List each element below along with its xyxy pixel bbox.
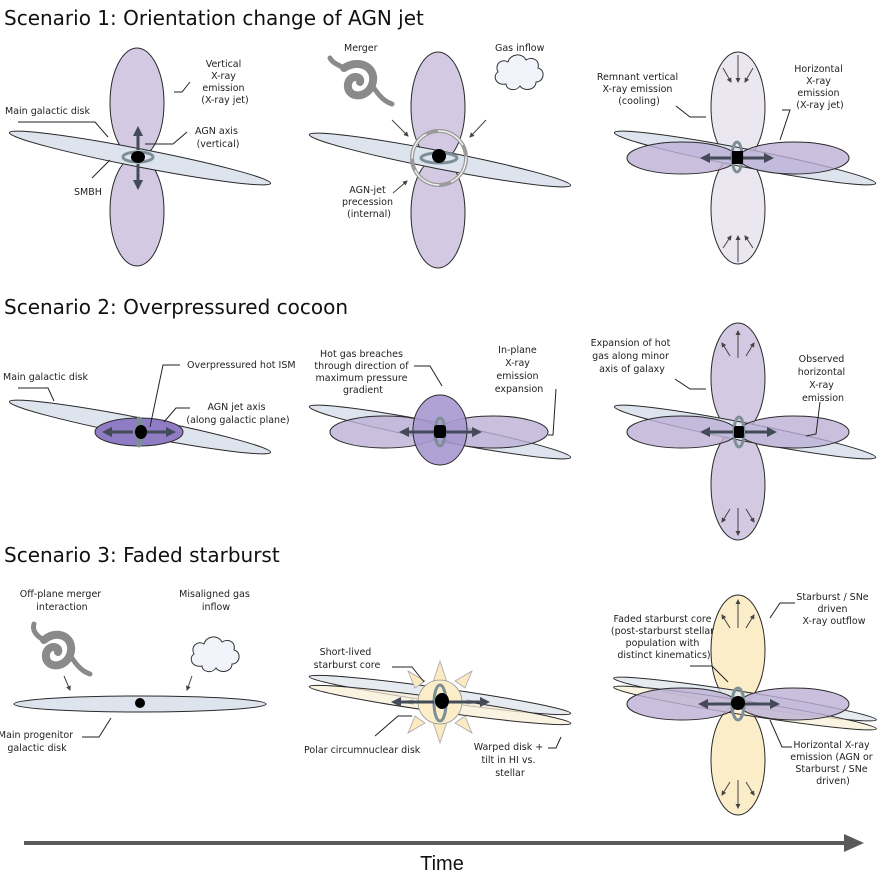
label-hot-ism: Overpressured hot ISM <box>187 360 296 371</box>
label-faded-core: Faded starburst core <box>614 614 712 625</box>
gas-cloud-icon <box>190 636 240 673</box>
label-outflow: Starburst / SNe <box>796 592 868 603</box>
smbh-black-hole-icon <box>732 151 743 164</box>
label-vertical-xray-1: Vertical <box>206 59 242 70</box>
smbh-black-hole-icon <box>131 151 145 163</box>
label-short-lived-core: Short-lived <box>320 647 372 658</box>
gas-cloud-icon <box>494 54 544 91</box>
svg-text:In-plane X-ray emi: In-plane X-ray emission expansion <box>495 345 544 395</box>
merger-galaxy-spiral-icon <box>31 621 93 677</box>
svg-text:Misaligned gas inflow: Misaligned gas inflow <box>179 589 253 613</box>
label-breach: Hot gas breaches <box>320 349 403 360</box>
label-observed: Observed <box>799 354 845 365</box>
label-agn-axis: AGN axis <box>195 126 238 137</box>
label-remnant: Remnant vertical <box>597 72 678 83</box>
svg-text:Observed horizontal: Observed horizontal X-ray emission <box>798 354 848 404</box>
label-horizontal-emission: Horizontal X-ray <box>793 740 870 751</box>
scenario-2-panel-3: Expansion of hot gas along minor axis of… <box>591 322 877 541</box>
scenario-1-title: Scenario 1: Orientation change of AGN je… <box>4 6 424 30</box>
scenario-1-panel-3: Remnant vertical X-ray emission (cooling… <box>597 51 877 265</box>
label-horizontal-xray: Horizontal <box>794 64 843 75</box>
scenario-3-panel-3: Starburst / SNe driven X-ray outflow Fad… <box>611 592 877 816</box>
label-warped-disk: Warped disk + <box>474 742 544 753</box>
scenario-3-panel-2: Short-lived starburst core Polar circumn… <box>304 647 572 779</box>
time-axis: Time <box>24 834 864 873</box>
label-smbh: SMBH <box>74 187 102 198</box>
svg-text:AGN jet axis (along gala: AGN jet axis (along galactic plane) <box>186 402 289 426</box>
smbh-black-hole-icon <box>734 426 744 438</box>
scenario-3-panel-1: Off-plane merger interaction Misaligned … <box>0 589 267 754</box>
svg-text:Starburst / SNe driven: Starburst / SNe driven X-ray outflow <box>796 592 871 627</box>
svg-text:Remnant vertical X-ray e: Remnant vertical X-ray emission (cooling… <box>597 72 681 107</box>
svg-text:AGN axis (vertical): AGN axis (vertical) <box>195 126 241 150</box>
svg-text:Short-lived starburst co: Short-lived starburst core <box>314 647 381 671</box>
svg-text:Expansion of hot gas alo: Expansion of hot gas along minor axis of… <box>591 338 674 375</box>
smbh-black-hole-icon <box>731 696 745 710</box>
label-expansion: Expansion of hot <box>591 338 671 349</box>
svg-text:Vertical X-ray emi: Vertical X-ray emission (X-ray jet) <box>201 59 248 106</box>
scenario-1-panel-1: Vertical X-ray emission (X-ray jet) Main… <box>5 47 272 267</box>
svg-text:Faded starburst core (po: Faded starburst core (post-starburst ste… <box>611 614 717 661</box>
scenario-2-panel-2: Hot gas breaches through direction of ma… <box>308 345 572 466</box>
label-agn-jet-axis: AGN jet axis <box>207 402 265 413</box>
scenario-2-title: Scenario 2: Overpressured cocoon <box>4 295 348 319</box>
label-gas-inflow: Gas inflow <box>495 43 545 54</box>
smbh-black-hole-icon <box>434 425 446 438</box>
svg-text:AGN-jet precession: AGN-jet precession (internal) <box>342 185 396 220</box>
scenario-3-title: Scenario 3: Faded starburst <box>4 543 280 567</box>
smbh-black-hole-icon <box>135 425 147 439</box>
svg-text:Hot gas breaches through: Hot gas breaches through direction of ma… <box>314 349 411 396</box>
label-main-disk: Main galactic disk <box>3 372 88 383</box>
time-label: Time <box>420 853 464 873</box>
smbh-black-hole-icon <box>135 698 145 708</box>
svg-text:Warped disk + tilt in HI: Warped disk + tilt in HI vs. stellar <box>474 742 547 779</box>
svg-text:Horizontal X-ray emissio: Horizontal X-ray emission (AGN or Starbu… <box>790 740 875 787</box>
label-polar-disk: Polar circumnuclear disk <box>304 745 421 756</box>
merger-galaxy-spiral-icon <box>327 55 395 107</box>
label-main-disk: Main galactic disk <box>5 106 90 117</box>
label-inplane: In-plane <box>498 345 537 356</box>
svg-text:Main progenitor galactic: Main progenitor galactic disk <box>0 730 76 754</box>
label-inflow: Misaligned gas <box>179 589 250 600</box>
label-merger: Off-plane merger <box>20 589 102 600</box>
svg-text:Horizontal X-ray e: Horizontal X-ray emission (X-ray jet) <box>794 64 846 111</box>
label-precession: AGN-jet <box>349 185 386 196</box>
svg-text:Off-plane merger interac: Off-plane merger interaction <box>20 589 104 613</box>
xray-lobe-upper <box>410 51 466 163</box>
label-merger: Merger <box>344 43 378 54</box>
time-arrow-head-icon <box>844 834 864 852</box>
label-progenitor: Main progenitor <box>0 730 73 741</box>
smbh-black-hole-icon <box>435 693 449 709</box>
scenario-2-panel-1: Main galactic disk Overpressured hot ISM… <box>3 360 296 455</box>
scenario-1-panel-2: Merger Gas inflow AGN-jet precession (in… <box>308 43 572 269</box>
smbh-black-hole-icon <box>432 149 446 163</box>
